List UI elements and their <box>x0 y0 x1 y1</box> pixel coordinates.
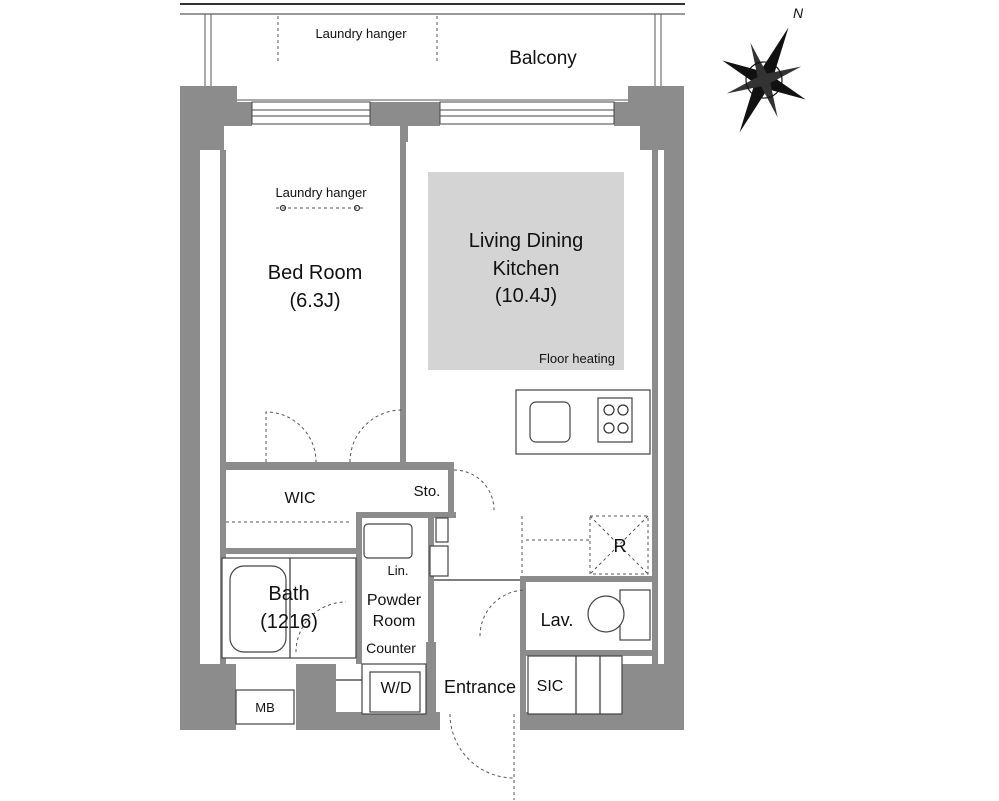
counter-label: Counter <box>366 640 416 656</box>
bathtub <box>221 557 357 659</box>
powder-room-label-line2: Room <box>373 613 416 630</box>
floor-heating-area <box>428 172 624 370</box>
storage-label: Sto. <box>414 483 441 500</box>
balcony-laundry-hanger-label: Laundry hanger <box>315 26 407 41</box>
doors <box>265 409 590 800</box>
walls <box>180 86 684 730</box>
sic-label: SIC <box>537 678 564 695</box>
ldk-label-line2: Kitchen <box>493 258 560 280</box>
entrance-label: Entrance <box>444 677 516 697</box>
kitchen-counter <box>515 389 651 455</box>
lavatory-label: Lav. <box>541 610 574 630</box>
refrigerator-label: R <box>614 536 627 556</box>
wd-label: W/D <box>380 680 411 697</box>
floor-heating-label: Floor heating <box>539 351 615 366</box>
linen-label: Lin. <box>388 563 409 578</box>
powder-room-label-line1: Powder <box>367 592 422 609</box>
ldk-label-line1: Living Dining <box>469 230 584 252</box>
wic-label: WIC <box>284 490 315 507</box>
shoe-closet <box>527 655 623 715</box>
toilet <box>587 589 651 641</box>
compass-rose <box>722 27 806 133</box>
meter-box-label: MB <box>255 700 275 715</box>
bedroom-laundry-hanger-label: Laundry hanger <box>275 185 367 200</box>
balcony-area <box>180 3 685 101</box>
washer-dryer <box>336 663 427 715</box>
bedroom-name-label: Bed Room <box>268 262 363 284</box>
bedroom-size-label: (6.3J) <box>289 290 340 312</box>
compass-north-label: N <box>793 5 804 21</box>
windows <box>251 101 615 125</box>
balcony-label: Balcony <box>509 48 577 69</box>
wash-basin <box>363 517 449 577</box>
ldk-size-label: (10.4J) <box>495 285 557 307</box>
meter-box <box>235 689 295 725</box>
refrigerator-space <box>589 515 649 575</box>
bath-name-label: Bath <box>268 583 309 605</box>
bath-size-label: (1216) <box>260 611 318 633</box>
